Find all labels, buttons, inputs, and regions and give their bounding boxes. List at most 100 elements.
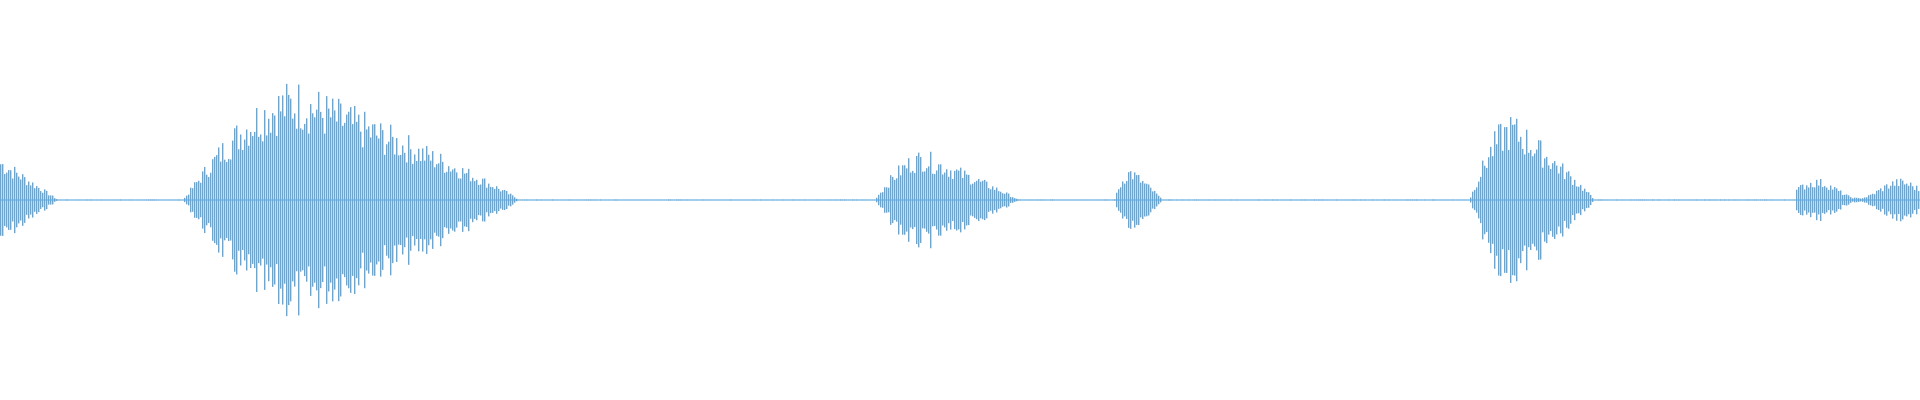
waveform-bar — [560, 199, 562, 201]
waveform-bar — [1336, 199, 1338, 201]
waveform-bar — [394, 154, 396, 246]
waveform-bar — [922, 171, 924, 229]
waveform-bar — [1620, 199, 1622, 201]
waveform-bar — [1746, 199, 1748, 201]
waveform-bar — [1842, 195, 1844, 205]
waveform-bar — [1798, 187, 1800, 213]
waveform-bar — [392, 136, 394, 264]
waveform-bar — [444, 172, 446, 228]
waveform-bar — [788, 199, 790, 201]
waveform-bar — [810, 199, 812, 201]
waveform-bar — [334, 110, 336, 290]
waveform-bar — [962, 177, 964, 223]
waveform-bar — [1650, 199, 1652, 201]
waveform-bar — [758, 199, 760, 201]
waveform-bar — [1722, 199, 1724, 201]
waveform-bar — [364, 111, 366, 289]
waveform-bar — [204, 166, 206, 234]
waveform-bar — [464, 173, 466, 227]
waveform-bar — [86, 199, 88, 201]
waveform-bar — [378, 138, 380, 262]
waveform-bar — [1376, 199, 1378, 201]
waveform-bar — [1432, 199, 1434, 201]
waveform-bar — [370, 137, 372, 263]
waveform-bar — [814, 199, 816, 201]
waveform-bar — [1552, 163, 1554, 237]
waveform-bar — [772, 199, 774, 201]
waveform-bar — [1844, 194, 1846, 206]
waveform-bar — [1682, 199, 1684, 201]
waveform-bar — [1464, 199, 1466, 201]
waveform-bar — [420, 161, 422, 239]
waveform-bar — [1748, 199, 1750, 201]
waveform-bar — [1262, 199, 1264, 201]
waveform-bar — [1256, 199, 1258, 201]
waveform-bar — [950, 170, 952, 230]
waveform-bar — [804, 199, 806, 201]
waveform-bar — [60, 199, 62, 201]
waveform-bar — [474, 181, 476, 219]
waveform-bar — [1164, 199, 1166, 201]
waveform-bar — [942, 174, 944, 226]
waveform-bar — [1704, 199, 1706, 201]
waveform-bar — [1440, 199, 1442, 201]
waveform-bar — [752, 199, 754, 201]
waveform-bar — [1222, 199, 1224, 201]
waveform-bar — [384, 154, 386, 246]
waveform-bar — [320, 111, 322, 289]
waveform-bar — [830, 199, 832, 201]
waveform-bar — [1562, 163, 1564, 237]
waveform-bar — [454, 168, 456, 232]
waveform-bar — [72, 199, 74, 201]
waveform-bar — [914, 172, 916, 228]
waveform-bar — [1302, 199, 1304, 201]
waveform-bar — [1828, 189, 1830, 211]
waveform-bar — [390, 124, 392, 276]
waveform-bar — [1254, 199, 1256, 201]
waveform-bar — [1744, 199, 1746, 201]
waveform-bar — [148, 199, 150, 201]
waveform-bar — [1858, 198, 1860, 202]
waveform-bar — [898, 165, 900, 235]
waveform-bar — [1716, 199, 1718, 201]
waveform-bar — [1372, 199, 1374, 201]
waveform-bar — [906, 168, 908, 232]
waveform-bar — [1840, 190, 1842, 210]
waveform-bar — [1486, 167, 1488, 233]
waveform-bar — [1790, 199, 1792, 201]
waveform-bar — [696, 199, 698, 201]
waveform-bar — [878, 194, 880, 206]
waveform-bar — [1312, 199, 1314, 201]
waveform-bar — [1580, 184, 1582, 216]
waveform-bar — [1500, 123, 1502, 277]
waveform-bar — [1528, 152, 1530, 248]
waveform-bar — [1010, 197, 1012, 203]
waveform-bar — [1404, 199, 1406, 201]
waveform-bar — [1878, 190, 1880, 210]
waveform-bar — [682, 199, 684, 201]
waveform-bar — [672, 199, 674, 201]
waveform-bar — [70, 199, 72, 201]
waveform-bar — [958, 170, 960, 230]
waveform-bar — [558, 199, 560, 201]
waveform-bar — [946, 169, 948, 231]
waveform-bar — [750, 199, 752, 201]
waveform-bar — [678, 199, 680, 201]
waveform-bar — [642, 199, 644, 201]
waveform-bar — [540, 199, 542, 201]
waveform-bar — [1002, 193, 1004, 207]
waveform-bar — [34, 188, 36, 212]
waveform-bar — [376, 135, 378, 265]
waveform-bar — [1482, 160, 1484, 240]
waveform-bar — [776, 199, 778, 201]
waveform-bar — [694, 199, 696, 201]
waveform-bar — [1446, 199, 1448, 201]
waveform-bar — [452, 169, 454, 231]
waveform-bar — [1258, 199, 1260, 201]
waveform-bar — [554, 199, 556, 201]
waveform-bar — [734, 199, 736, 201]
waveform-bar — [684, 199, 686, 201]
waveform-bar — [1034, 199, 1036, 201]
